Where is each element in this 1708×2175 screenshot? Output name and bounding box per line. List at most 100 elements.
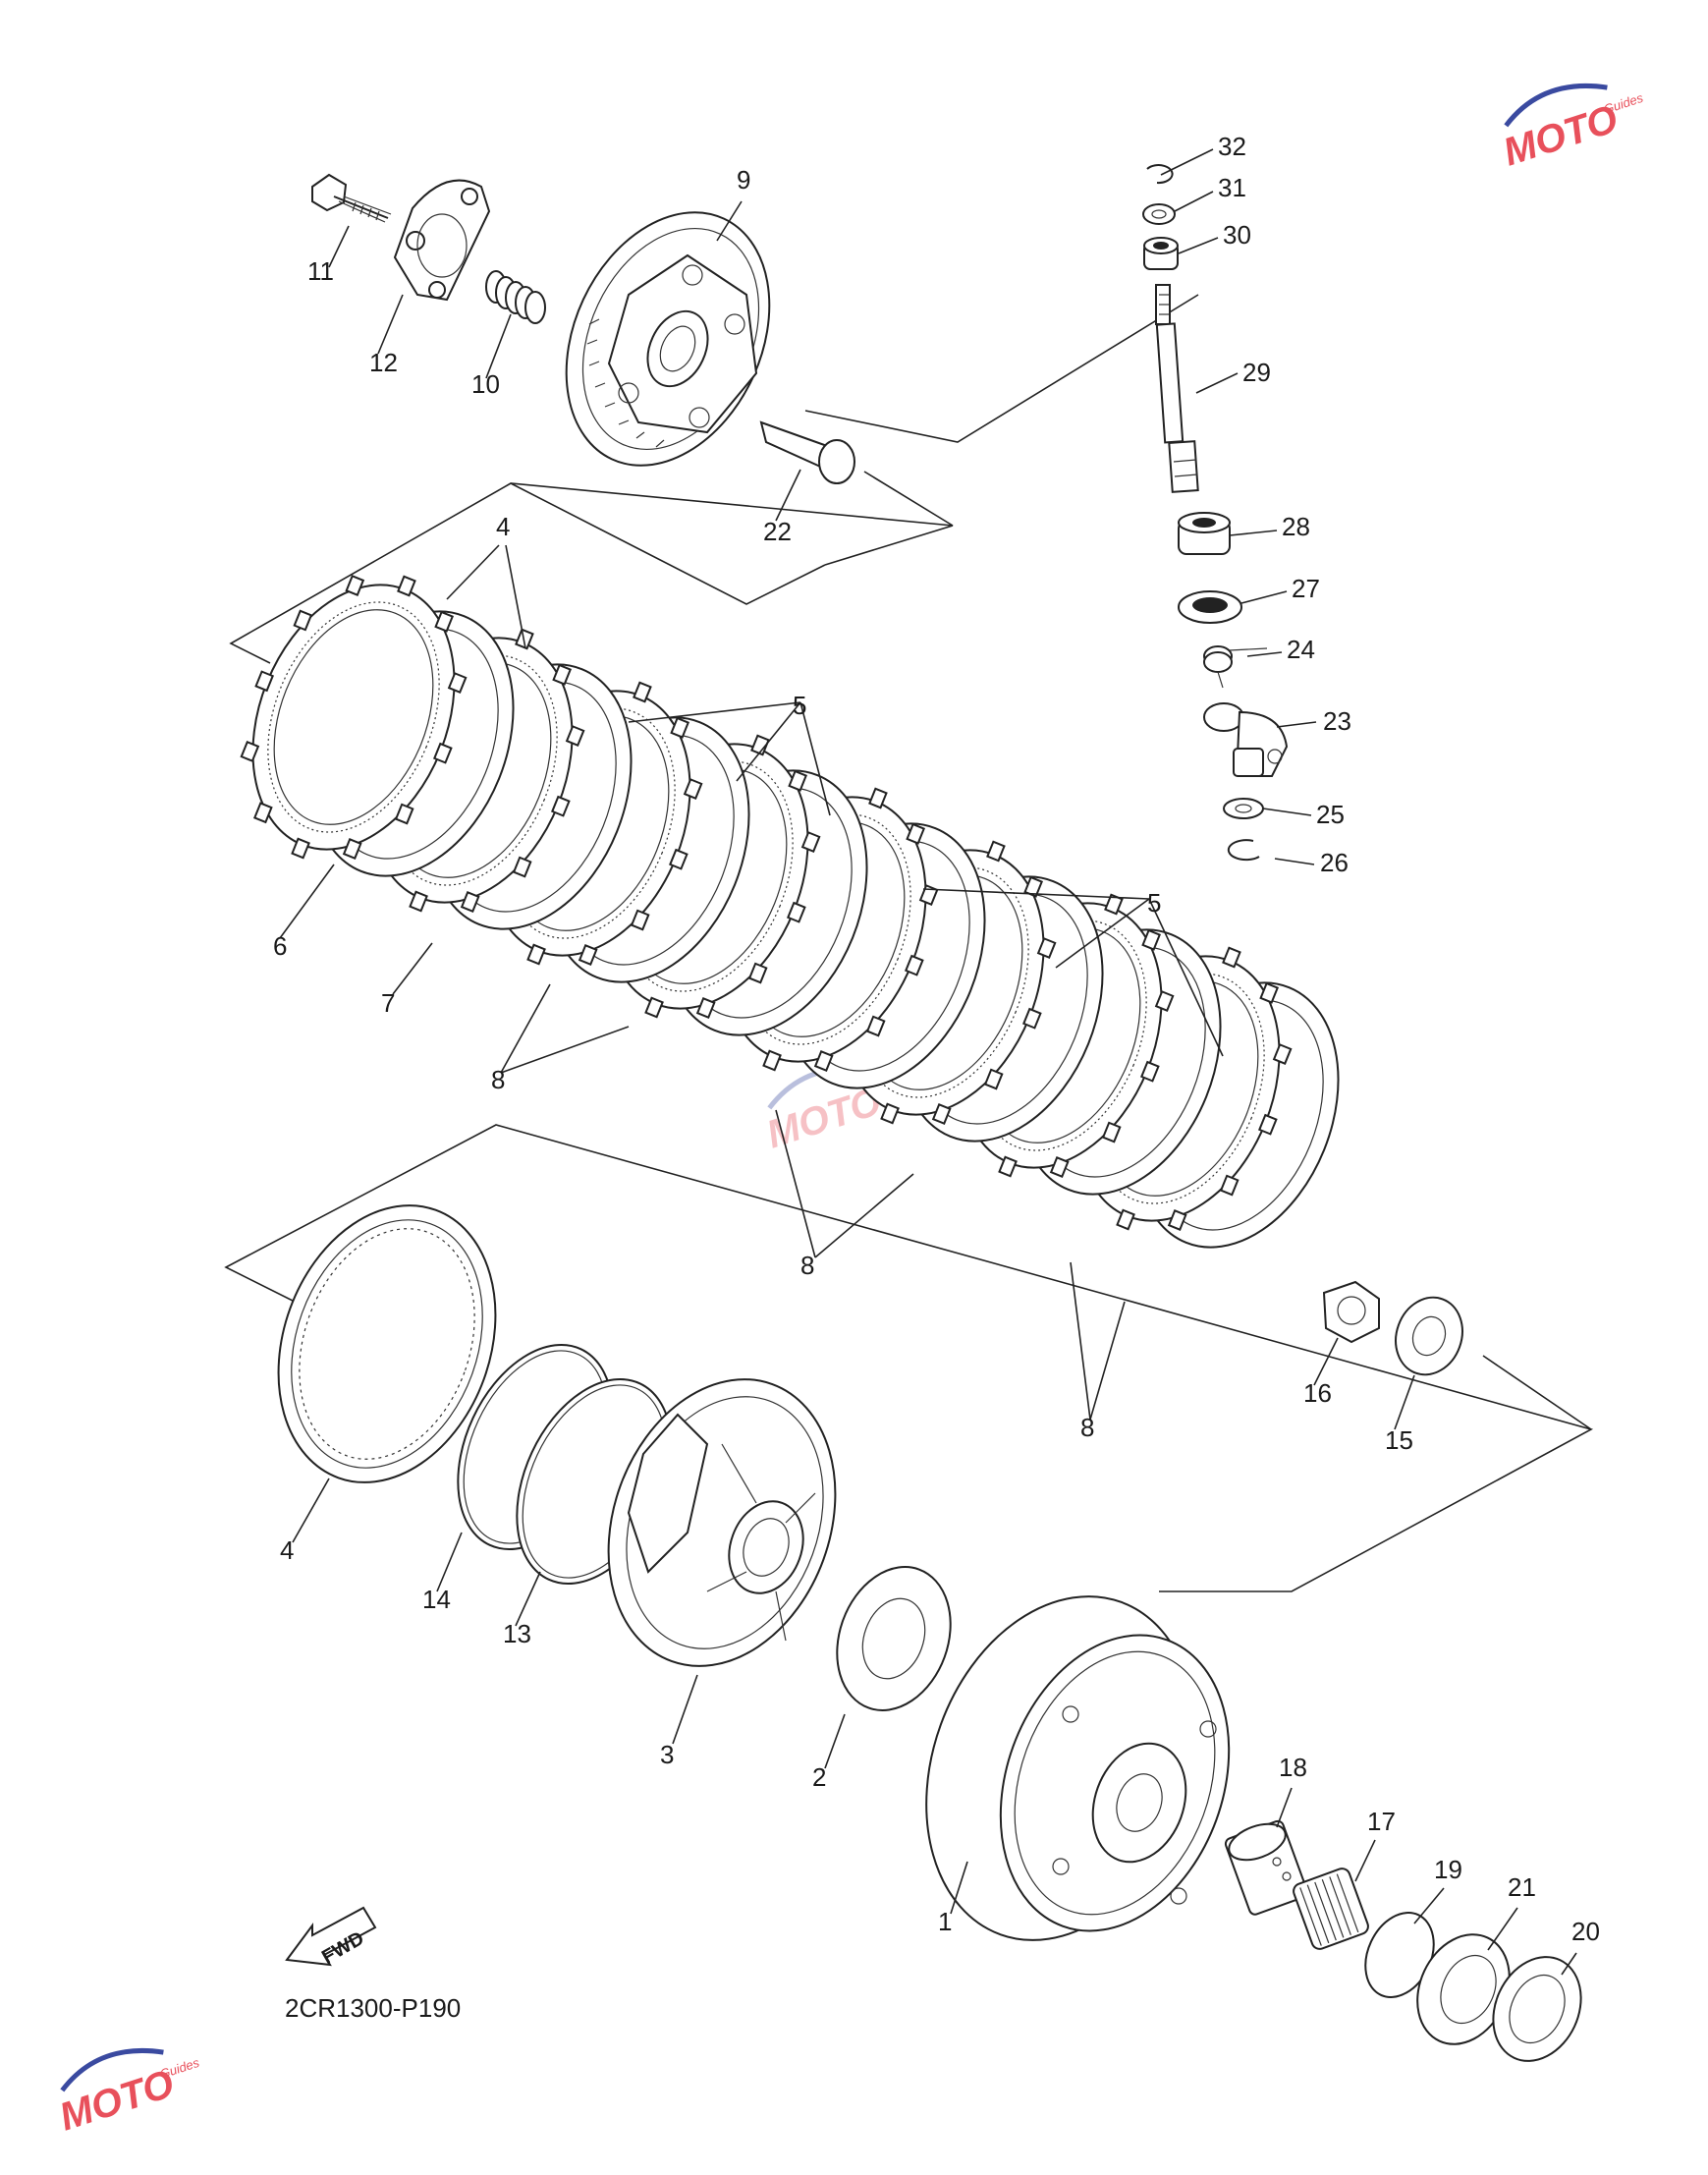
push-lever-23 (1203, 702, 1289, 777)
callout-c5a: 5 (793, 691, 806, 720)
callout-c30: 30 (1223, 220, 1251, 250)
friction-tab (578, 944, 598, 966)
leader-line (736, 701, 801, 782)
washer-25 (1223, 798, 1264, 819)
leader-line (436, 1532, 463, 1592)
clutch-boss-3 (607, 1378, 837, 1667)
primary-driven-gear-1 (925, 1595, 1231, 1941)
retainer-plate-12 (393, 179, 491, 302)
watermark-logo-bottom: MOTO Guides (54, 2047, 201, 2140)
callout-c19: 19 (1434, 1855, 1462, 1884)
leader-line (392, 942, 433, 995)
leader-line (1246, 651, 1283, 657)
leader-lines (279, 148, 1577, 1976)
friction-tab (1272, 1043, 1293, 1066)
assembly-guide-lines (224, 294, 1594, 1592)
push-lever-shaft-29 (1155, 284, 1199, 493)
friction-tab (1154, 990, 1175, 1013)
leader-line (446, 544, 500, 600)
leader-line (1313, 1337, 1339, 1386)
callout-labels: 1112109223231302928272423252645567888161… (273, 132, 1600, 1946)
friction-tab (787, 901, 806, 923)
callout-c28: 28 (1282, 512, 1310, 541)
friction-tab (865, 1015, 886, 1037)
friction-tab (252, 802, 273, 824)
callout-c26: 26 (1320, 848, 1349, 877)
friction-tab (644, 996, 664, 1019)
leader-line (824, 1713, 846, 1769)
needle-bearing-17 (1293, 1868, 1369, 1950)
friction-tab (983, 1068, 1004, 1090)
callout-c17: 17 (1367, 1807, 1396, 1836)
watermark-subtext: Guides (158, 2055, 201, 2082)
leader-line (377, 294, 404, 355)
friction-tab (447, 672, 468, 695)
leader-line (1262, 808, 1312, 816)
callout-c6: 6 (273, 931, 287, 961)
friction-tab (293, 609, 313, 632)
callout-c21: 21 (1508, 1872, 1536, 1902)
friction-tab (800, 831, 821, 854)
friction-tab (526, 943, 546, 966)
leader-line (1195, 372, 1239, 394)
leader-line (505, 544, 526, 649)
callout-c8b: 8 (800, 1251, 814, 1280)
leader-line (292, 1478, 330, 1543)
callout-c18: 18 (1279, 1753, 1307, 1782)
friction-tab (565, 725, 585, 748)
friction-tab (342, 838, 362, 860)
leader-line (775, 469, 801, 522)
friction-tab (1140, 1060, 1160, 1083)
friction-tab (291, 837, 310, 860)
callout-c7: 7 (381, 988, 395, 1018)
collar-18 (1224, 1819, 1308, 1916)
leader-line (716, 200, 743, 242)
friction-tab (1259, 981, 1280, 1004)
friction-plate-4-lower (277, 1204, 497, 1483)
lock-washer-15 (1395, 1296, 1463, 1376)
friction-tab (394, 803, 414, 825)
friction-tab (409, 890, 428, 913)
friction-tab (880, 1102, 900, 1125)
friction-tab (931, 1103, 952, 1125)
callout-c32: 32 (1218, 132, 1246, 161)
push-rod-22 (759, 420, 855, 484)
callout-c14: 14 (422, 1585, 451, 1614)
leader-line (515, 1571, 541, 1627)
friction-tab (669, 848, 689, 870)
callout-c8a: 8 (491, 1065, 505, 1094)
friction-tab (433, 742, 453, 764)
leader-line (500, 983, 551, 1074)
callout-c20: 20 (1571, 1917, 1600, 1946)
friction-tab (998, 1155, 1018, 1178)
leader-line (799, 701, 831, 816)
leader-line (279, 864, 335, 939)
callout-c11: 11 (307, 256, 334, 286)
friction-tab (460, 891, 480, 913)
oil-seal-30 (1143, 237, 1179, 270)
friction-tab (552, 663, 573, 686)
friction-tab (683, 778, 703, 801)
leader-line (1561, 1952, 1577, 1976)
friction-tab (630, 909, 650, 931)
friction-tab (240, 740, 260, 762)
friction-tab (762, 1049, 782, 1072)
friction-tab (750, 734, 770, 756)
leader-line (1070, 1261, 1091, 1421)
leader-line (1174, 191, 1214, 212)
clutch-plate-stack (240, 575, 1340, 1249)
leader-line (500, 1026, 630, 1074)
friction-plate (240, 575, 468, 860)
friction-tab (986, 840, 1006, 863)
callout-c16: 16 (1303, 1378, 1332, 1408)
callout-c27: 27 (1292, 574, 1320, 603)
leader-line (950, 1861, 968, 1915)
leader-line (814, 1173, 914, 1258)
circlip-26 (1227, 839, 1260, 862)
leader-line (1148, 898, 1224, 1057)
bolt-11 (311, 173, 392, 223)
callout-c31: 31 (1218, 173, 1246, 202)
clutch-spring-10 (485, 270, 546, 324)
callout-c5b: 5 (1147, 888, 1161, 918)
